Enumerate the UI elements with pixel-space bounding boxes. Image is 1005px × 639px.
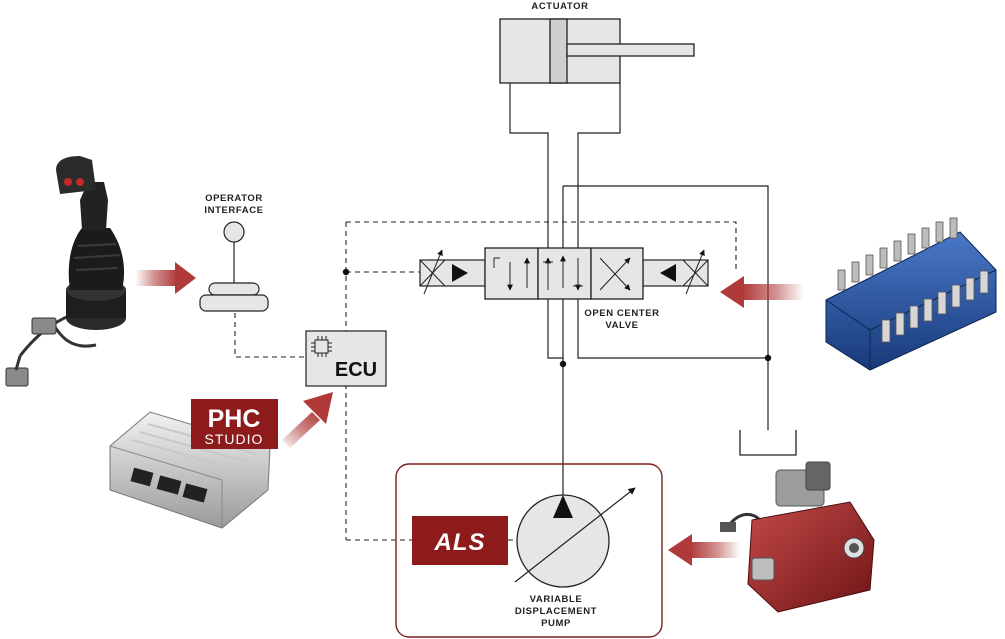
actuator-lines (509, 83, 621, 248)
operator-base-bottom (199, 294, 269, 312)
chip-icon (311, 336, 332, 357)
valve-label-line2: VALVE (605, 320, 638, 331)
pump-label-line1: VARIABLE (530, 594, 583, 605)
pilot-junction-dot (342, 268, 350, 276)
hydraulic-lines (547, 185, 769, 500)
valve-label-line1: OPEN CENTER (584, 308, 659, 319)
pump-unit-image (720, 461, 875, 613)
tank-junction-dot (764, 354, 772, 362)
valve-envelope-right (590, 247, 644, 300)
valve-bank-image (825, 217, 997, 371)
als-logo-text: ALS (434, 529, 486, 556)
variable-pump-symbol (514, 487, 636, 588)
operator-interface: OPERATOR INTERFACE (199, 193, 269, 312)
operator-base-top (208, 282, 260, 296)
valve-envelope-left (484, 247, 539, 300)
operator-label-line1: OPERATOR (205, 193, 263, 204)
phc-studio-logo: PHC STUDIO (191, 399, 278, 449)
joystick-image (5, 156, 126, 387)
als-logo: ALS (412, 516, 508, 565)
pilot-lines (234, 221, 737, 541)
phc-logo-line2: STUDIO (205, 431, 264, 447)
ecu-label: ECU (335, 359, 377, 381)
pump-label-line3: PUMP (541, 618, 571, 629)
actuator-rod (566, 43, 695, 57)
actuator-label: ACTUATOR (531, 1, 588, 12)
directional-valve: OPEN CENTER VALVE (419, 247, 709, 331)
arrow-joystick-to-operator (135, 262, 196, 294)
operator-knob (223, 221, 245, 243)
valve-envelope-center (537, 247, 592, 300)
arrow-pumpunit-to-pump (668, 534, 740, 566)
pressure-junction-dot (559, 360, 567, 368)
pump-box (395, 463, 663, 638)
phc-logo-line1: PHC (208, 405, 261, 433)
actuator: ACTUATOR (499, 1, 695, 84)
ecu-block: ECU (305, 330, 387, 387)
tank-symbol (739, 430, 797, 456)
actuator-piston (549, 18, 568, 84)
operator-label-line2: INTERFACE (204, 205, 263, 216)
arrow-phc-to-ecu (282, 392, 333, 448)
pump-label-line2: DISPLACEMENT (515, 606, 597, 617)
arrow-valvebank-to-valve (720, 276, 804, 308)
